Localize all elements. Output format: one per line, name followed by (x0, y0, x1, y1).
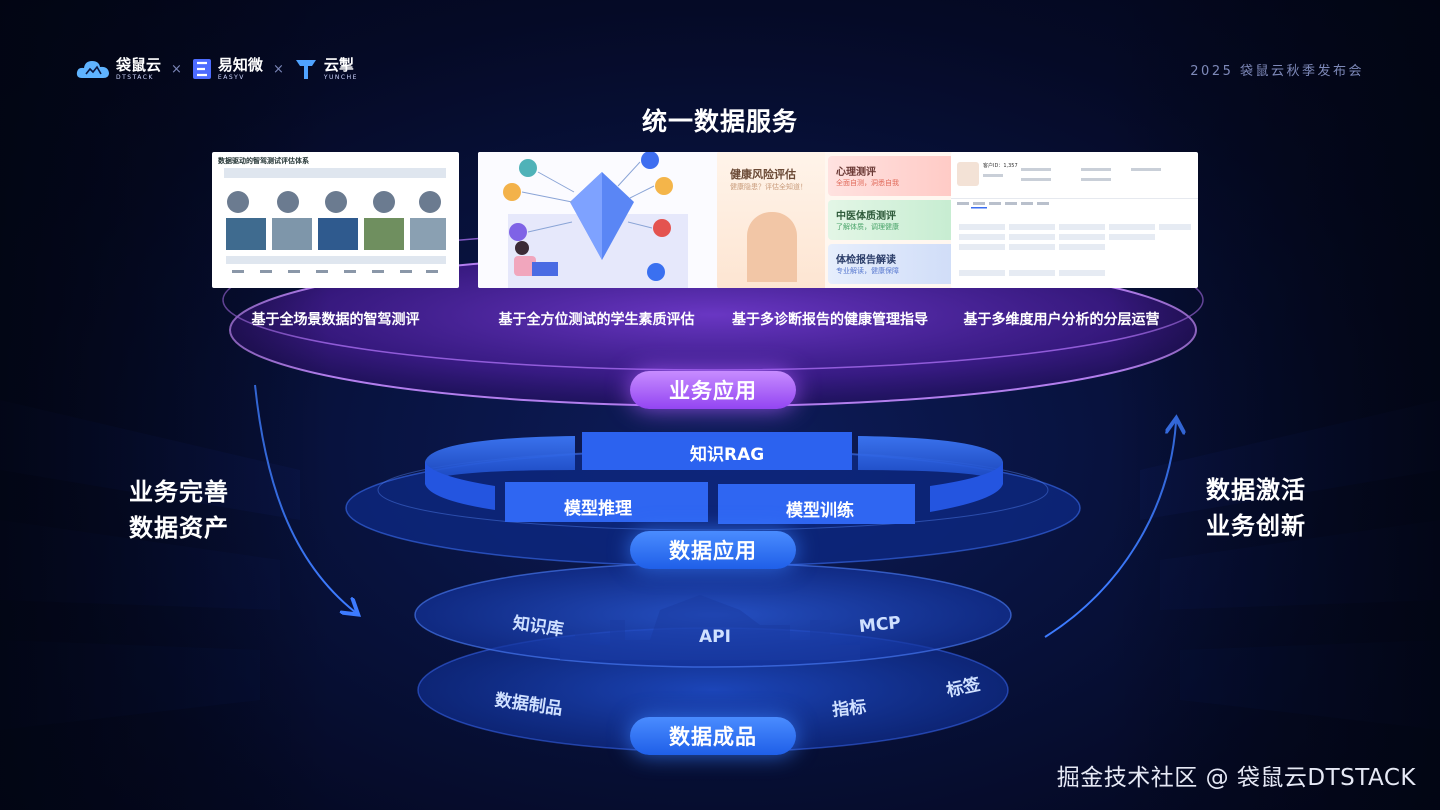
health-figure-icon (747, 212, 797, 282)
report-tile: 体检报告解读 专业解读，健康保障 (828, 244, 961, 284)
separator: × (171, 62, 182, 77)
health-main-panel: 健康风险评估 健康隐患？评估全知道！ (717, 152, 825, 288)
dtstack-name: 袋鼠云 (116, 58, 161, 73)
right-text-line1: 数据激活 (1206, 472, 1306, 508)
psych-test-sub: 全面自测，洞悉自我 (836, 178, 899, 188)
tcm-test-title: 中医体质测评 (836, 207, 896, 222)
user-profile-table (951, 152, 1198, 288)
driving-diagram (212, 152, 459, 288)
api-label: API (699, 627, 731, 647)
health-main-sub: 健康隐患？评估全知道！ (730, 182, 807, 192)
tcm-test-tile: 中医体质测评 了解体质，调理健康 (828, 200, 961, 240)
case-card-student (478, 152, 725, 288)
left-text-line1: 业务完善 (129, 474, 229, 510)
case-label-user: 基于多维度用户分析的分层运营 (945, 309, 1178, 329)
case-label-driving: 基于全场景数据的智驾测评 (212, 309, 459, 329)
data-app-layer-pill: 数据应用 (630, 531, 796, 569)
easyv-logo: 易知微 EASYV (192, 58, 263, 81)
business-layer-pill: 业务应用 (630, 371, 796, 409)
report-title: 体检报告解读 (836, 251, 896, 266)
easyv-logo-icon (192, 58, 212, 80)
psych-test-tile: 心理测评 全面自测，洞悉自我 (828, 156, 961, 196)
rag-label: 知识RAG (690, 440, 764, 465)
dtstack-logo: 袋鼠云 DTSTACK (76, 58, 161, 81)
health-main-title: 健康风险评估 (730, 166, 796, 182)
yunche-sub: YUNCHE (324, 75, 358, 81)
case-label-student: 基于全方位测试的学生素质评估 (478, 309, 715, 329)
report-sub: 专业解读，健康保障 (836, 266, 899, 276)
training-label: 模型训练 (786, 496, 854, 521)
student-illustration (478, 152, 725, 288)
yunche-logo-icon (294, 58, 318, 80)
inference-label: 模型推理 (564, 494, 632, 519)
page-title: 统一数据服务 (0, 102, 1440, 138)
yunche-logo: 云掣 YUNCHE (294, 58, 358, 81)
easyv-sub: EASYV (218, 75, 263, 81)
right-text-line2: 业务创新 (1206, 508, 1306, 544)
psych-test-title: 心理测评 (836, 163, 876, 178)
separator: × (273, 62, 284, 77)
event-title: 2025 袋鼠云秋季发布会 (1190, 60, 1364, 79)
case-card-driving: 数据驱动的智驾测试评估体系 (212, 152, 459, 288)
dtstack-sub: DTSTACK (116, 75, 161, 81)
metric-label: 指标 (831, 692, 867, 720)
partner-logos: 袋鼠云 DTSTACK × 易知微 EASYV × 云掣 YUNCHE (76, 56, 358, 82)
tcm-test-sub: 了解体质，调理健康 (836, 222, 899, 232)
watermark: 掘金技术社区 @ 袋鼠云DTSTACK (1057, 758, 1416, 792)
easyv-name: 易知微 (218, 58, 263, 73)
left-text-line2: 数据资产 (129, 510, 229, 546)
case-card-health: 健康风险评估 健康隐患？评估全知道！ 心理测评 全面自测，洞悉自我 中医体质测评… (717, 152, 964, 288)
case-card-user: 客户ID：1,357 (951, 152, 1198, 288)
case-label-health: 基于多诊断报告的健康管理指导 (717, 309, 943, 329)
right-side-text: 数据激活 业务创新 (1206, 472, 1306, 544)
cloud-logo-icon (76, 58, 110, 80)
yunche-name: 云掣 (324, 58, 358, 73)
left-side-text: 业务完善 数据资产 (129, 474, 229, 546)
data-product-layer-pill: 数据成品 (630, 717, 796, 755)
